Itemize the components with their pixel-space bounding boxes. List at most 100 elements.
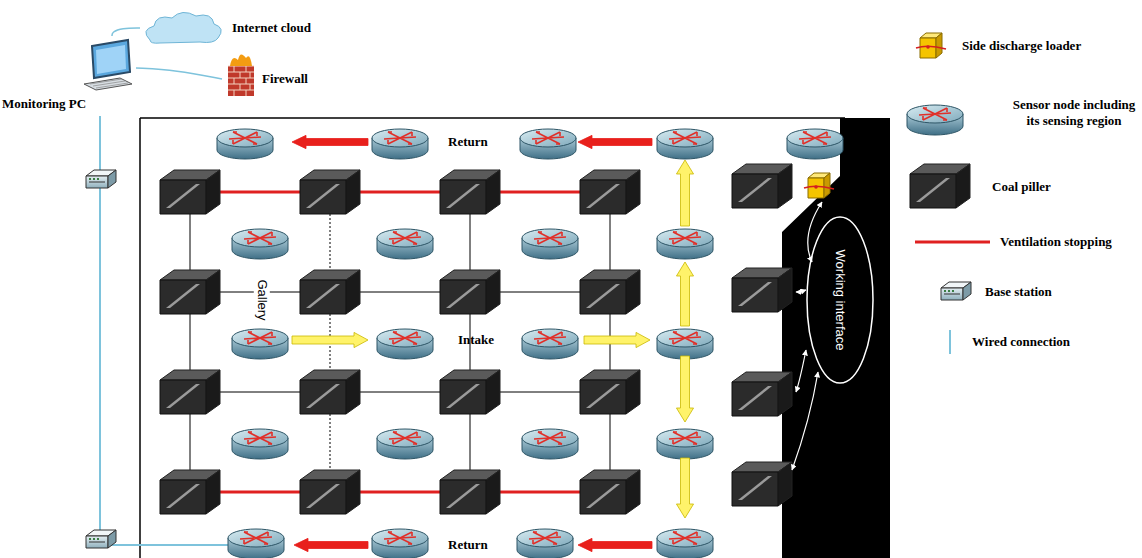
gallery-line	[470, 414, 471, 470]
ellipse-node: Working interface	[805, 215, 875, 385]
airflow-arrow	[676, 458, 693, 518]
ventilation-stopping	[498, 491, 580, 494]
coal-pillar	[910, 164, 970, 208]
airflow-arrow	[584, 332, 650, 347]
coal-pillar	[580, 170, 640, 214]
sensor-node	[377, 429, 433, 459]
legend-text: Side discharge loader	[962, 38, 1081, 54]
legend-line-sample	[915, 241, 990, 244]
gallery-line	[470, 214, 471, 270]
mine-border	[139, 118, 141, 558]
sensor-node	[372, 129, 428, 159]
coal-pillar	[440, 170, 500, 214]
gallery-grid	[190, 192, 610, 492]
firewall-node: Firewall	[222, 56, 332, 102]
interface-link	[792, 372, 818, 470]
coal-pillar	[580, 370, 640, 414]
gallery-line	[218, 392, 300, 393]
cloud-icon	[146, 12, 221, 43]
mine-border	[140, 117, 845, 119]
sensor-node	[232, 429, 288, 459]
sensor-node	[522, 429, 578, 459]
coal-pillar	[160, 170, 220, 214]
sensor-node	[522, 329, 578, 359]
sensor-node	[232, 229, 288, 259]
base-station	[86, 170, 116, 188]
base-station	[86, 530, 116, 548]
ventilation-stopping	[218, 191, 300, 194]
airflow-arrows	[292, 135, 822, 551]
sensor-node	[377, 329, 433, 359]
ventilation-stopping	[218, 491, 300, 494]
legend-text: Base station	[985, 284, 1052, 300]
gallery-line	[358, 392, 440, 393]
coal-face	[782, 118, 890, 558]
coal-pillar	[440, 470, 500, 514]
gallery-line	[498, 292, 580, 293]
ventilation-stopping	[358, 191, 440, 194]
coal-pillar	[440, 270, 500, 314]
sensor-node	[372, 529, 428, 558]
icons	[84, 12, 990, 558]
legend-text: Wired connection	[972, 334, 1070, 350]
airflow-label: Intake	[458, 332, 494, 348]
gallery-line	[610, 414, 611, 470]
gallery-line	[330, 214, 331, 270]
coal-pillar	[732, 164, 792, 208]
ventilation-stopping	[498, 191, 580, 194]
gallery-line	[330, 414, 331, 470]
gallery-line	[358, 292, 440, 293]
sensor-node	[657, 129, 713, 159]
interface-link	[796, 290, 806, 292]
coal-pillar	[300, 470, 360, 514]
side-discharge-loader	[916, 33, 946, 58]
coal-pillar	[300, 170, 360, 214]
gallery-label: Gallery	[254, 277, 270, 322]
airflow-arrow	[292, 332, 368, 347]
gallery-line	[190, 414, 191, 470]
coal-pillar	[440, 370, 500, 414]
pc-icon	[84, 40, 132, 90]
coal-pillar	[160, 370, 220, 414]
node-label: Firewall	[262, 71, 308, 87]
pc-node: Monitoring PC	[0, 36, 136, 114]
sensor-node	[517, 529, 573, 558]
legend-text: Sensor node including its sensing region	[1010, 97, 1138, 128]
node-label: Monitoring PC	[2, 96, 86, 112]
sensor-node	[377, 229, 433, 259]
cloud-node: Internet cloud	[140, 8, 340, 48]
airflow-arrow	[676, 356, 693, 422]
node-label: Working interface	[832, 250, 848, 351]
firewall-icon	[228, 54, 254, 96]
sensor-node	[787, 129, 843, 159]
airflow-label: Return	[448, 134, 488, 150]
airflow-arrow	[676, 262, 693, 326]
airflow-arrow	[578, 538, 652, 551]
interface-link	[796, 350, 806, 392]
sensor-node	[520, 129, 576, 159]
legend-line-sample	[949, 330, 951, 354]
wired-link	[112, 28, 140, 36]
sensor-node	[232, 329, 288, 359]
base-station	[941, 282, 971, 300]
coal-pillar	[580, 270, 640, 314]
interface-link	[808, 202, 822, 262]
gallery-line	[190, 214, 191, 270]
wired-connection	[100, 544, 228, 546]
sensor-node	[657, 229, 713, 259]
airflow-arrow	[578, 135, 652, 148]
coal-pillar	[732, 268, 792, 312]
sensor-node	[228, 529, 284, 558]
legend-text: Coal piller	[992, 179, 1051, 195]
sensor-node	[657, 329, 713, 359]
gallery-line	[610, 214, 611, 270]
sensor-node	[907, 105, 963, 135]
coal-pillar	[300, 370, 360, 414]
node-label: Internet cloud	[232, 20, 311, 36]
ventilation-stopping	[358, 491, 440, 494]
sensor-node	[657, 429, 713, 459]
wired-link	[136, 68, 222, 79]
